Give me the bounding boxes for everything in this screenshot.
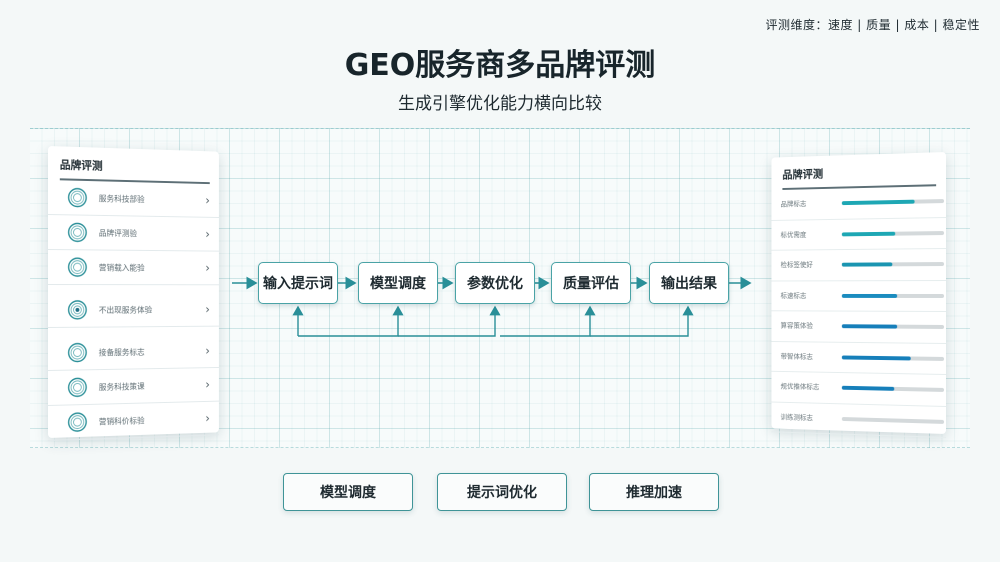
feedback-arrow-5 (590, 305, 694, 337)
flow-step-output-result: 输出结果 (649, 262, 729, 304)
feedback-arrow-2 (298, 305, 404, 337)
flow-step-param-optimize: 参数优化 (455, 262, 535, 304)
feedback-arrow-4 (500, 305, 596, 337)
model-dispatch-button[interactable]: 模型调度 (283, 473, 413, 511)
page-title: GEO服务商多品牌评测 (344, 48, 656, 83)
prompt-optimize-button[interactable]: 提示词优化 (437, 473, 567, 511)
inference-accelerate-button[interactable]: 推理加速 (589, 473, 719, 511)
feedback-arrow-3 (398, 305, 501, 337)
flow-step-input-prompt: 输入提示词 (258, 262, 338, 304)
left-list-item[interactable]: 不出现服务体验› (48, 292, 219, 328)
ring-icon (68, 300, 87, 320)
left-brand-panel: 品牌评测 服务科技部验›品牌评测验›营销载入能验›不出现服务体验›接备服务标志›… (48, 146, 219, 441)
page-subtitle: 生成引擎优化能力横向比较 (398, 94, 602, 114)
flow-step-quality-eval: 质量评估 (551, 262, 631, 304)
evaluation-dimensions: 评测维度：速度 | 质量 | 成本 | 稳定性 (765, 18, 980, 32)
flow-step-model-dispatch: 模型调度 (358, 262, 438, 304)
left-brand-list: 服务科技部验›品牌评测验›营销载入能验›不出现服务体验›接备服务标志›服务科技策… (48, 180, 219, 441)
